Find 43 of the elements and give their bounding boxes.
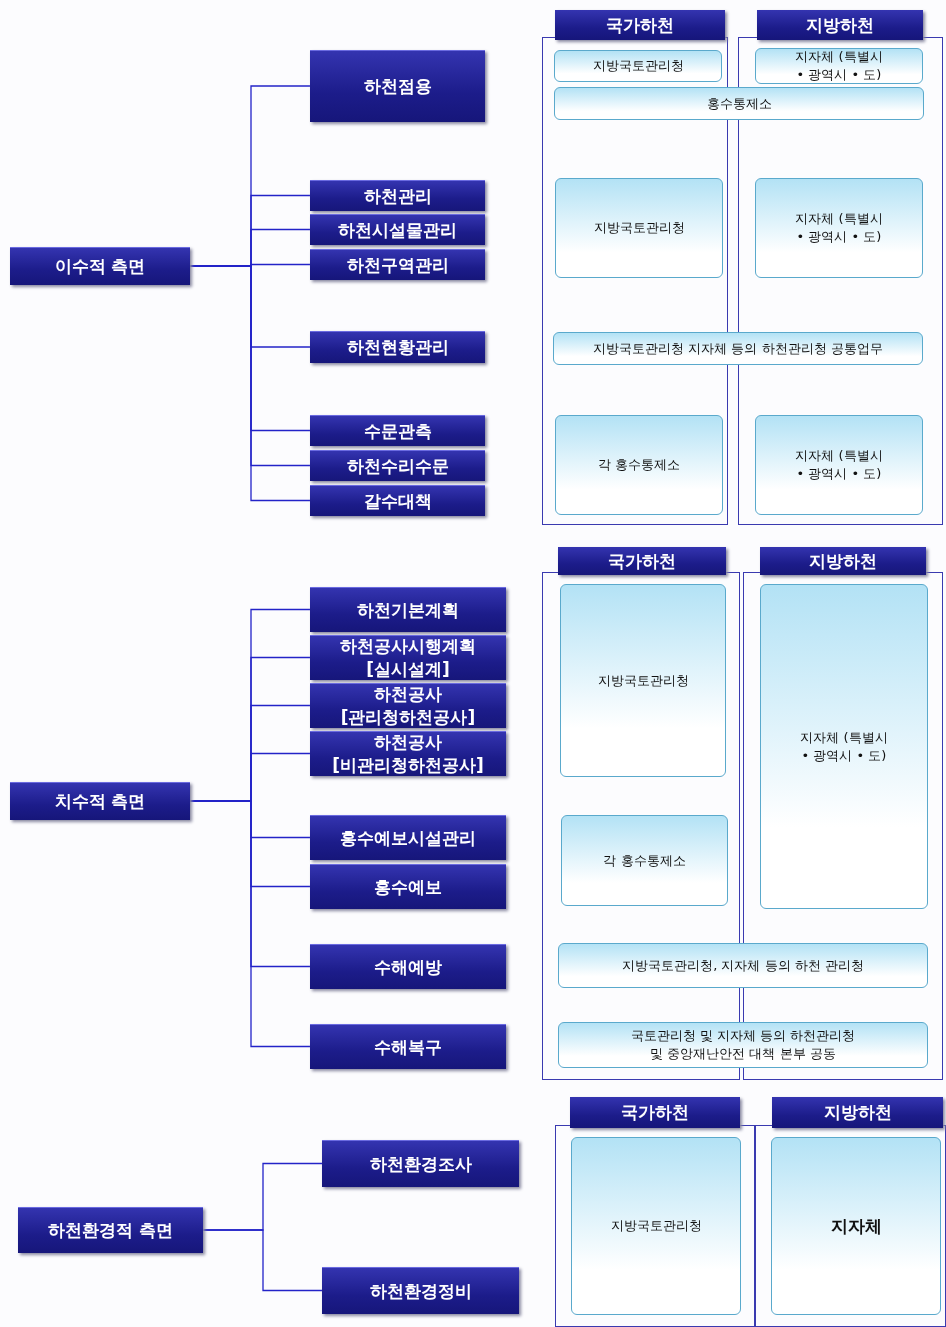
task-box: 하천수리수문 [310,450,485,481]
task-box: 홍수예보시설관리 [310,815,506,860]
task-box: 하천구역관리 [310,249,485,280]
task-box: 갈수대책 [310,485,485,516]
task-box: 하천점용 [310,50,485,122]
agency-box: 지방국토관리청 [554,50,722,82]
task-box: 하천환경조사 [322,1140,519,1187]
column-header: 지방하천 [772,1097,943,1128]
task-box: 수해복구 [310,1024,506,1069]
agency-box: 지방국토관리청 지자체 등의 하천관리청 공통업무 [553,332,923,365]
task-box: 하천현황관리 [310,331,485,363]
agency-box: 홍수통제소 [554,87,924,120]
agency-box: 지자체 (특별시 • 광역시 • 도) [755,178,923,278]
task-box: 하천공사시행계획 [실시설계] [310,635,506,680]
agency-box: 각 홍수통제소 [561,815,728,906]
task-box: 하천환경정비 [322,1267,519,1314]
column-header: 지방하천 [757,10,923,40]
task-box: 하천공사 [비관리청하천공사] [310,731,506,776]
agency-box: 지자체 (특별시 • 광역시 • 도) [755,415,923,515]
agency-box: 지방국토관리청 [555,178,723,278]
agency-box: 지방국토관리청 [571,1137,741,1315]
column-header: 국가하천 [558,547,726,575]
task-box: 홍수예보 [310,864,506,909]
column-header: 지방하천 [760,547,926,575]
agency-box: 지자체 (특별시 • 광역시 • 도) [760,584,928,909]
task-box: 이수적 측면 [10,247,190,285]
task-box: 하천공사 [관리청하천공사] [310,683,506,728]
task-box: 치수적 측면 [10,782,190,820]
agency-box: 국토관리청 및 지자체 등의 하천관리청 및 중앙재난안전 대책 본부 공동 [558,1022,928,1068]
task-box: 수문관측 [310,415,485,446]
column-header: 국가하천 [570,1097,740,1128]
agency-box: 지자체 (특별시 • 광역시 • 도) [755,48,923,84]
connector-line [202,1229,323,1292]
task-box: 하천관리 [310,180,485,211]
agency-box: 각 홍수통제소 [555,415,723,515]
column-header: 국가하천 [555,10,725,40]
task-box: 하천기본계획 [310,587,506,632]
agency-box: 지자체 [771,1137,941,1315]
task-box: 하천환경적 측면 [18,1207,203,1253]
agency-box: 지방국토관리청 [560,584,726,777]
agency-box: 지방국토관리청, 지자체 등의 하천 관리청 [558,943,928,988]
task-box: 수해예방 [310,944,506,989]
task-box: 하천시설물관리 [310,214,485,245]
